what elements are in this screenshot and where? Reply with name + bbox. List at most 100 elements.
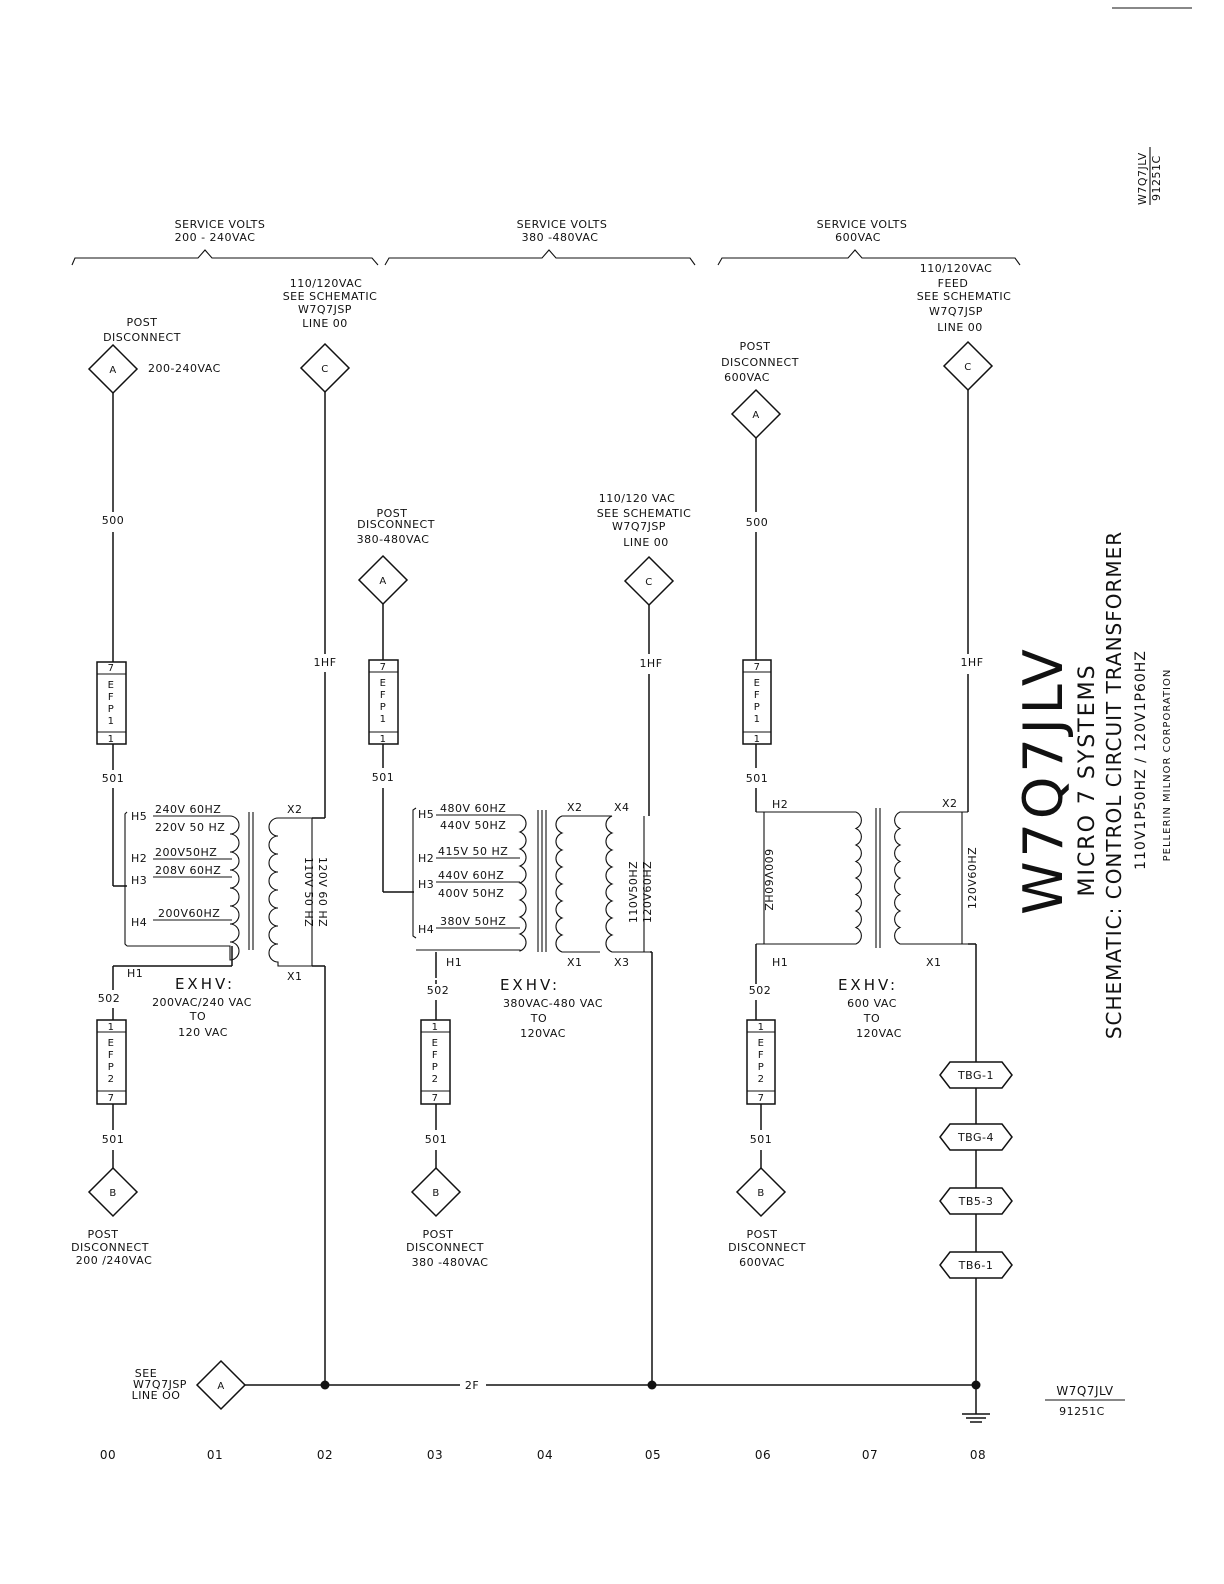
service-volts-range: 600VAC (835, 231, 881, 244)
feed-note: 110/120 VAC (599, 492, 676, 505)
disconnect-label: DISCONNECT (71, 1241, 149, 1254)
service-header-3: SERVICE VOLTS 600VAC (717, 218, 1021, 266)
fuse-efp1 (742, 659, 772, 745)
post-label: POST (377, 507, 408, 520)
fuse-letter: 1 (108, 716, 115, 727)
bus-2f-label: 2F (465, 1379, 479, 1392)
connector-b (410, 1166, 462, 1218)
fuse-pin: 7 (432, 1093, 439, 1104)
fuse-letter: F (754, 690, 760, 701)
tap-name: H3 (418, 878, 434, 891)
wire-500-label: 500 (102, 514, 125, 527)
connector-b-label: B (432, 1188, 439, 1199)
connector-b (87, 1166, 139, 1218)
company-name: PELLERIN MILNOR CORPORATION (1162, 669, 1173, 862)
fuse-letter: P (432, 1062, 439, 1073)
terminal-x2: X2 (287, 803, 303, 816)
xfmr-rating: 600 VAC (847, 997, 897, 1010)
section-200-240vac: POST DISCONNECT 200-240VAC A 500 7 E F P… (71, 277, 377, 1385)
service-volts-range: 380 -480VAC (522, 231, 599, 244)
connector-a-label: A (217, 1381, 224, 1392)
feed-note: SEE SCHEMATIC (283, 290, 378, 303)
line-number: 05 (645, 1448, 661, 1462)
service-volts-label: SERVICE VOLTS (817, 218, 908, 231)
fuse-letter: P (108, 704, 115, 715)
disconnect-label: DISCONNECT (103, 331, 181, 344)
disconnect-label: DISCONNECT (357, 518, 435, 531)
ref-drawing-number: W7Q7JLV (1136, 152, 1149, 205)
tap-label: 208V 60HZ (155, 864, 221, 877)
feed-note: 110/120VAC (920, 262, 993, 275)
tap-label: 440V 60HZ (438, 869, 504, 882)
tap-name: H4 (418, 923, 434, 936)
xfmr-to: TO (863, 1012, 880, 1025)
bottom-right-reference: W7Q7JLV 91251C (1045, 1384, 1125, 1418)
disconnect-label: DISCONNECT (721, 356, 799, 369)
wire-500-label: 500 (746, 516, 769, 529)
fuse-pin: 1 (754, 734, 761, 745)
fuse-letter: E (432, 1038, 439, 1049)
fuse-letter: P (758, 1062, 765, 1073)
fuse-letter: P (108, 1062, 115, 1073)
top-right-reference: W7Q7JLV 91251C (1136, 147, 1163, 205)
post-voltage: 600VAC (724, 371, 770, 384)
wire-501-label: 501 (750, 1133, 773, 1146)
title-company: PELLERIN MILNOR CORPORATION (1162, 669, 1173, 862)
fuse-pin: 7 (108, 663, 115, 674)
connector-c-label: C (964, 362, 971, 373)
feed-note: FEED (938, 277, 969, 290)
ref-drawing-number: W7Q7JLV (1056, 1384, 1113, 1398)
post-voltage: 200 /240VAC (76, 1254, 153, 1267)
fuse-letter: E (108, 680, 115, 691)
fuse-letter: 1 (380, 714, 387, 725)
line-number: 00 (100, 1448, 116, 1462)
junction-dot (647, 1380, 657, 1390)
line-number: 04 (537, 1448, 553, 1462)
terminal-label: TB5-3 (958, 1195, 994, 1208)
ref-sheet-number: 91251C (1150, 155, 1163, 201)
feed-note: LINE 00 (937, 321, 983, 334)
terminal-x1: X1 (567, 956, 583, 969)
title-system: MICRO 7 SYSTEMS (1075, 663, 1100, 896)
fuse-letter: 2 (432, 1074, 439, 1085)
system-name: MICRO 7 SYSTEMS (1075, 663, 1100, 896)
see-ref: W7Q7JSP (133, 1378, 187, 1391)
drawing-number: W7Q7JLV (1012, 645, 1075, 915)
line-numbers: 00 01 02 03 04 05 06 07 08 (100, 1448, 986, 1462)
return-bus: SEE W7Q7JSP LINE OO A 2F (132, 1359, 990, 1423)
terminal-x2: X2 (942, 797, 958, 810)
wire-501-label: 501 (102, 1133, 125, 1146)
line-number: 06 (755, 1448, 771, 1462)
fuse-letter: E (754, 678, 761, 689)
tap-label: 200V50HZ (155, 846, 217, 859)
tap-name: H2 (131, 852, 147, 865)
wire-501-label: 501 (102, 772, 125, 785)
fuse-letter: F (108, 1050, 114, 1061)
fuse-pin: 1 (432, 1022, 439, 1033)
terminal-x1: X1 (926, 956, 942, 969)
connector-c-label: C (645, 577, 652, 588)
secondary-label: 110V50HZ (627, 861, 640, 923)
connector-b-label: B (109, 1188, 116, 1199)
fuse-letter: E (380, 678, 387, 689)
xfmr-rating: 380VAC-480 VAC (503, 997, 603, 1010)
terminal-x3: X3 (614, 956, 630, 969)
tap-label: 480V 60HZ (440, 802, 506, 815)
tap-label: 380V 50HZ (440, 915, 506, 928)
fuse-pin: 7 (380, 662, 387, 673)
service-header-1: SERVICE VOLTS 200 - 240VAC (71, 218, 379, 266)
terminal-tbg-1 (939, 1061, 1013, 1089)
xfmr-rating: 200VAC/240 VAC (152, 996, 252, 1009)
line-number: 08 (970, 1448, 986, 1462)
fuse-letter: E (108, 1038, 115, 1049)
connector-b (735, 1166, 787, 1218)
wire-502-label: 502 (98, 992, 121, 1005)
feed-note: LINE 00 (302, 317, 348, 330)
terminal-tbg-4 (939, 1123, 1013, 1151)
fuse-pin: 1 (108, 1022, 115, 1033)
terminal-tb6-1 (939, 1251, 1013, 1279)
terminal-label: TB6-1 (958, 1259, 994, 1272)
line-number: 07 (862, 1448, 878, 1462)
fuse-pin: 1 (380, 734, 387, 745)
